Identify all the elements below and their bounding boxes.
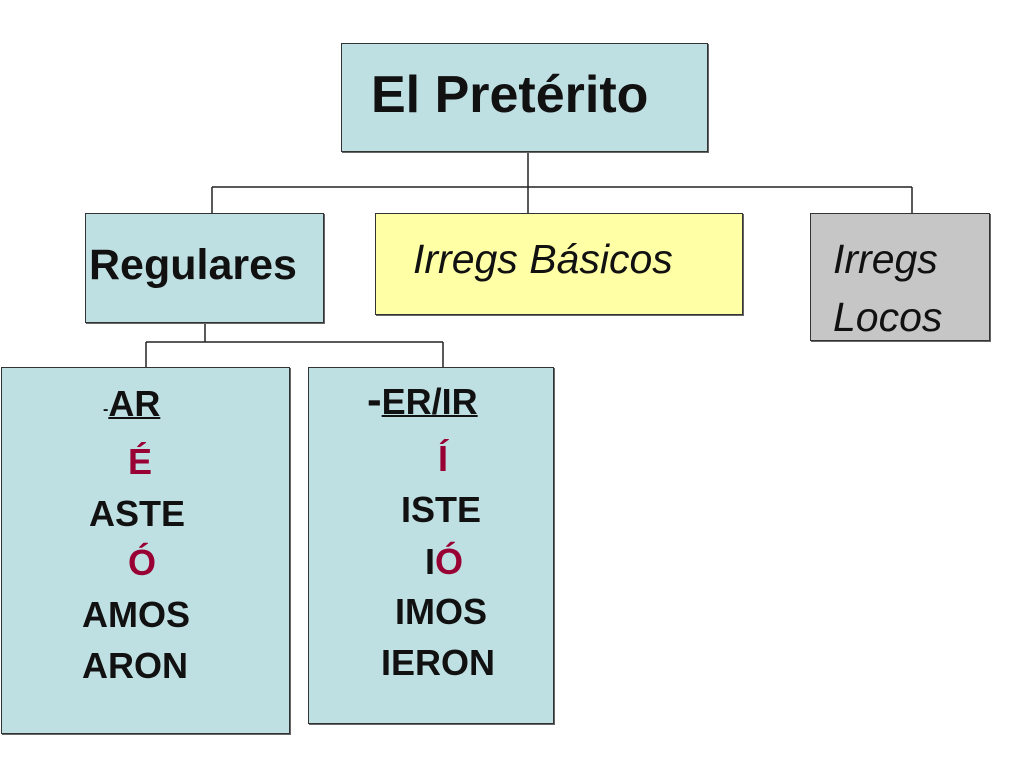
erir-ending-yo: Í (438, 438, 449, 479)
erir-ending-ellos: IERON (381, 642, 496, 683)
erir-header-dash: - (367, 375, 382, 424)
ar-ending-nosotros: AMOS (82, 594, 190, 635)
irregs-locos-label-line1: Irregs (833, 236, 938, 282)
irregs-locos-label-line2: Locos (833, 294, 943, 340)
ar-header: -AR (103, 386, 160, 422)
irregs-basicos-label: Irregs Básicos (413, 236, 673, 282)
diagram-title: El Pretérito (371, 66, 649, 124)
irregs-basicos-box: Irregs Básicos (375, 213, 743, 315)
ar-ending-ellos: ARON (82, 645, 188, 686)
title-box: El Pretérito (341, 43, 708, 152)
erir-ending-nosotros: IMOS (395, 591, 488, 632)
irregs-locos-box: Irregs Locos (810, 213, 990, 341)
ar-ending-tu: ASTE (89, 493, 186, 534)
ar-ending-el: Ó (128, 542, 157, 583)
erir-ending-el-prefix: I (425, 541, 436, 582)
ar-ending-yo: É (128, 441, 153, 482)
erir-ending-tu: ISTE (401, 489, 482, 530)
ar-endings-box: -AR É ASTE Ó AMOS ARON (1, 367, 290, 734)
erir-header-label: ER/IR (381, 381, 478, 422)
erir-endings-box: -ER/IR Í ISTE IÓ IMOS IERON (308, 367, 554, 724)
regulares-box: Regulares (85, 213, 324, 323)
erir-ending-el-accent: Ó (435, 541, 464, 582)
erir-header: -ER/IR (367, 378, 478, 422)
regulares-label: Regulares (89, 241, 297, 289)
ar-header-dash: - (103, 401, 109, 418)
erir-ending-el: IÓ (425, 544, 463, 580)
ar-header-label: AR (108, 383, 161, 424)
